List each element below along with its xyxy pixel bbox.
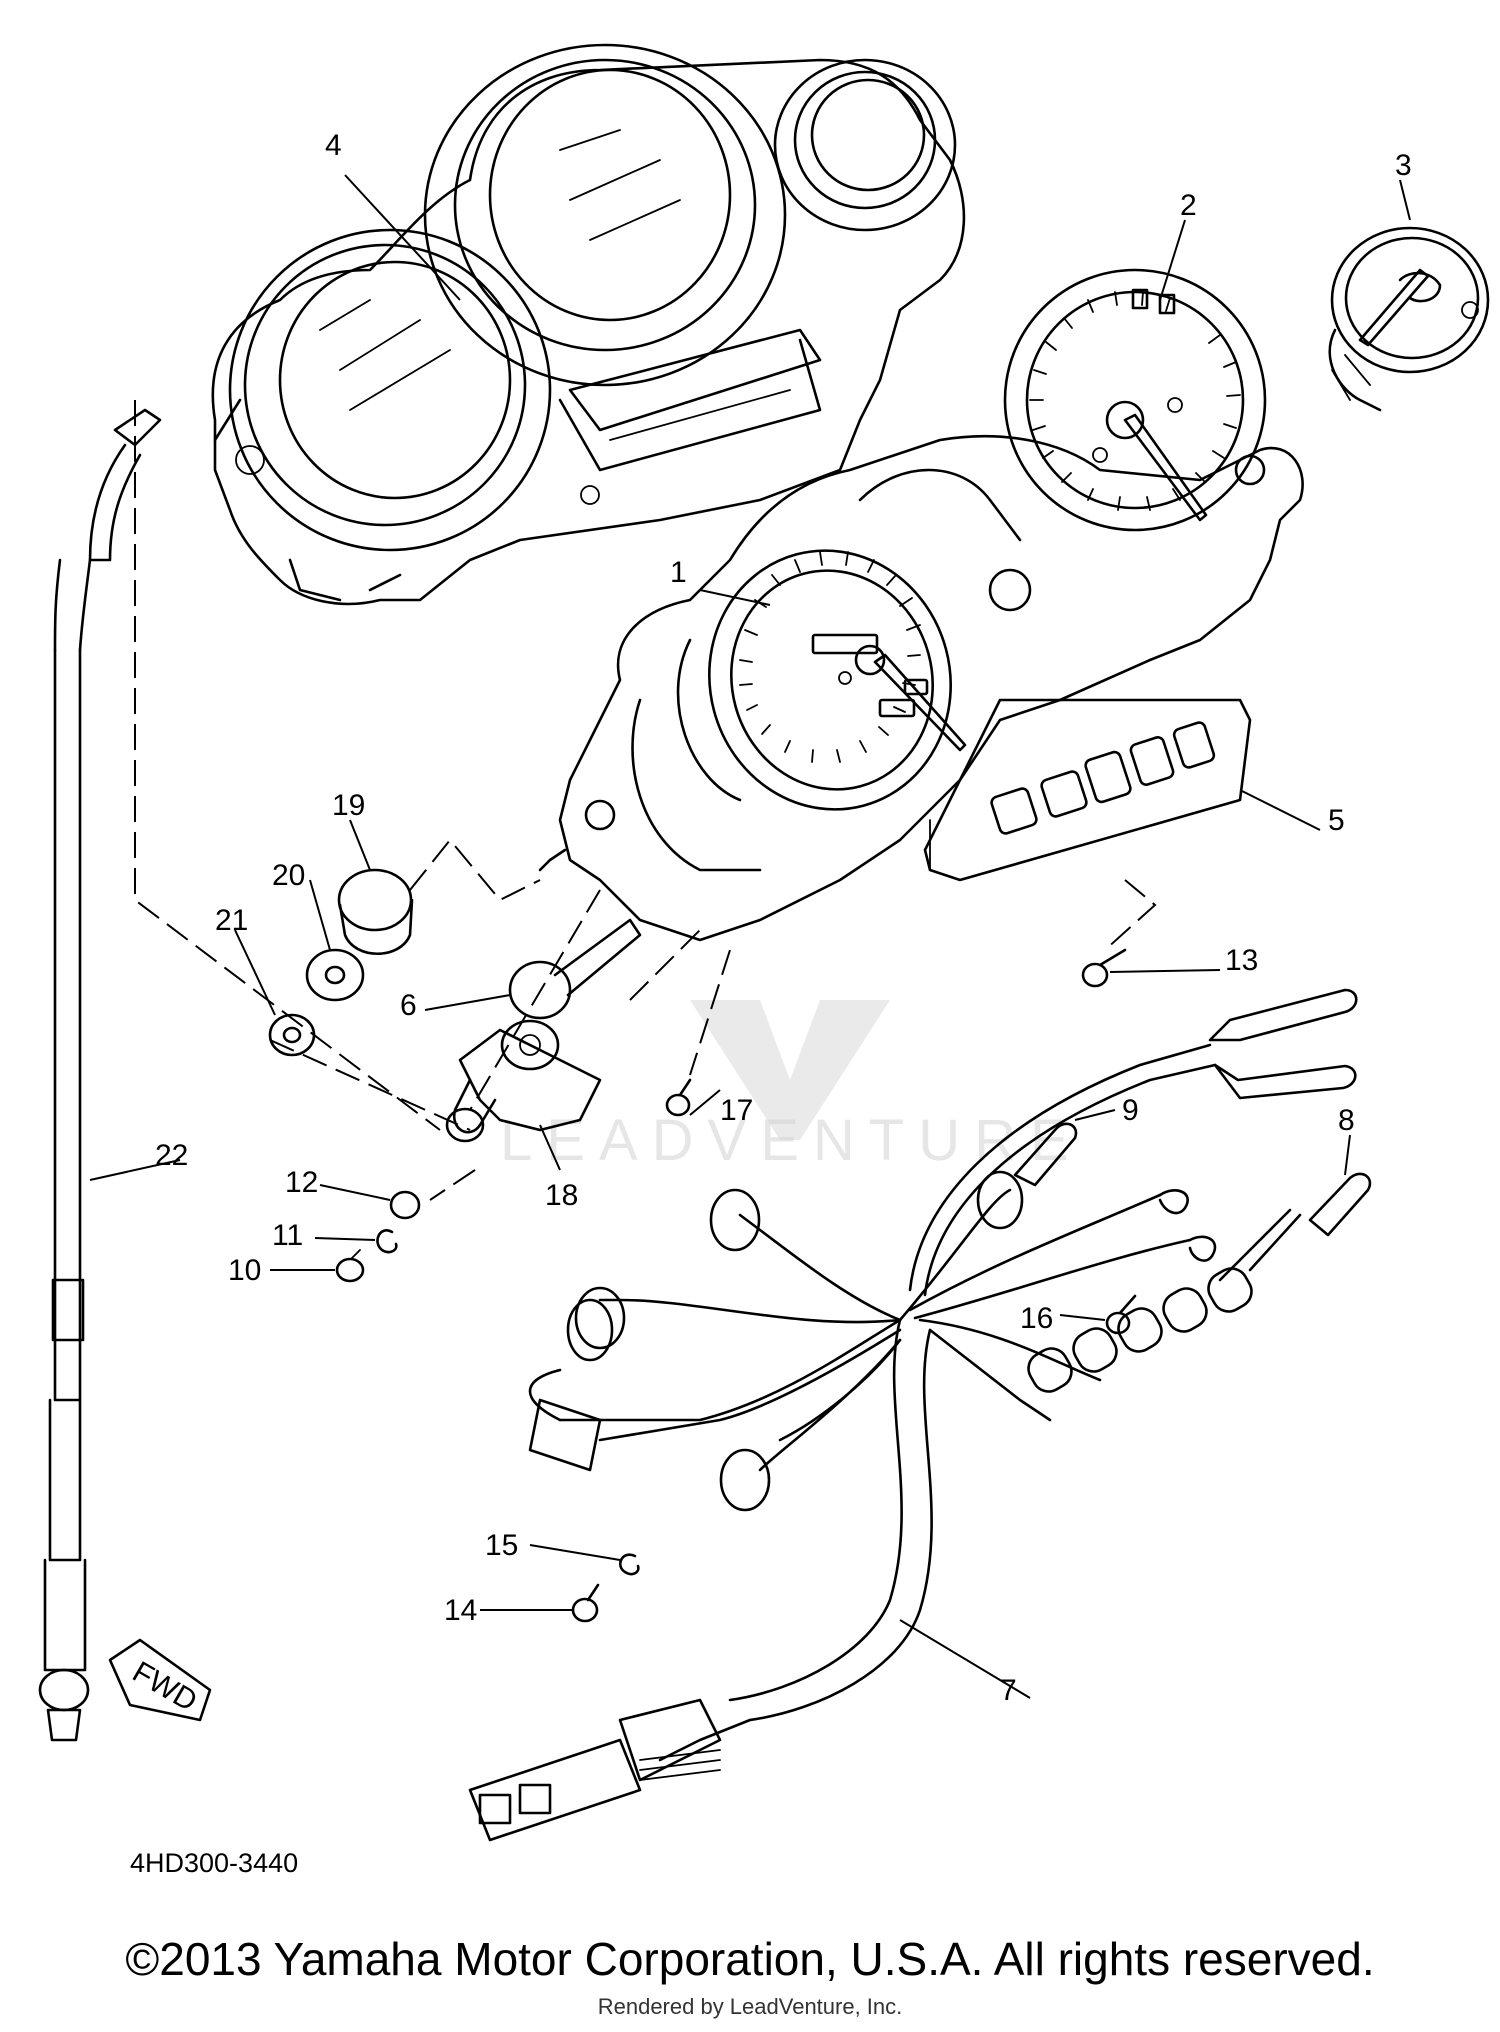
part-22-speedometer-cable — [38, 408, 162, 1742]
callout-3: 3 — [1395, 149, 1412, 182]
watermark-text: LEADVENTURE — [500, 1108, 1083, 1173]
leader-lines — [89, 174, 1411, 1699]
callout-numbers: 1 2 3 4 5 6 7 8 9 10 11 12 13 14 15 16 1… — [155, 129, 1412, 1707]
callout-22: 22 — [155, 1139, 188, 1172]
callout-4: 4 — [325, 129, 342, 162]
callout-21: 21 — [215, 904, 248, 937]
part-4-meter-housing — [211, 43, 966, 606]
callout-6: 6 — [400, 989, 417, 1022]
callout-12: 12 — [285, 1166, 318, 1199]
callout-11: 11 — [272, 1219, 303, 1252]
part-5-meter-case-assembly — [538, 435, 1304, 942]
part-16-screw — [1105, 1294, 1137, 1335]
part-7-wire-harness — [468, 988, 1358, 1842]
callout-19: 19 — [332, 789, 365, 822]
callout-2: 2 — [1180, 189, 1197, 222]
part-17-screw — [665, 1078, 692, 1117]
callout-9: 9 — [1122, 1094, 1139, 1127]
callout-20: 20 — [272, 859, 305, 892]
callout-1: 1 — [670, 556, 687, 589]
callout-17: 17 — [720, 1094, 753, 1127]
watermark-logo: LEADVENTURE — [500, 1000, 1083, 1173]
part-20-collar — [305, 948, 365, 1002]
callout-18: 18 — [545, 1179, 578, 1212]
part-11-washer — [376, 1229, 398, 1254]
fwd-label: FWD — [127, 1655, 203, 1718]
part-2-tachometer — [1003, 268, 1267, 532]
part-10-screw — [335, 1249, 365, 1283]
part-15-washer — [619, 1553, 640, 1576]
copyright-notice: ©2013 Yamaha Motor Corporation, U.S.A. A… — [125, 1933, 1375, 1985]
callout-15: 15 — [485, 1529, 518, 1562]
part-19-grommet — [337, 868, 414, 956]
callout-5: 5 — [1328, 804, 1345, 837]
part-18-gear-unit — [445, 1019, 602, 1143]
part-8-bulb — [1308, 1172, 1372, 1237]
fwd-arrow: FWD — [108, 1638, 212, 1722]
part-13-screw — [1081, 948, 1127, 988]
part-6-trip-knob — [508, 918, 642, 1020]
part-code: 4HD300-3440 — [130, 1848, 299, 1878]
callout-16: 16 — [1020, 1302, 1053, 1335]
part-14-screw — [571, 1583, 600, 1623]
part-9-bulb — [1013, 1122, 1078, 1187]
rendered-by-notice: Rendered by LeadVenture, Inc. — [597, 1994, 903, 2019]
callout-14: 14 — [444, 1594, 477, 1627]
callout-8: 8 — [1338, 1104, 1355, 1137]
callout-13: 13 — [1225, 944, 1258, 977]
part-3-gauge — [1328, 226, 1490, 412]
callout-7: 7 — [1000, 1674, 1017, 1707]
part-1-speedometer — [708, 549, 967, 811]
callout-10: 10 — [228, 1254, 261, 1287]
part-12-washer — [389, 1190, 421, 1220]
